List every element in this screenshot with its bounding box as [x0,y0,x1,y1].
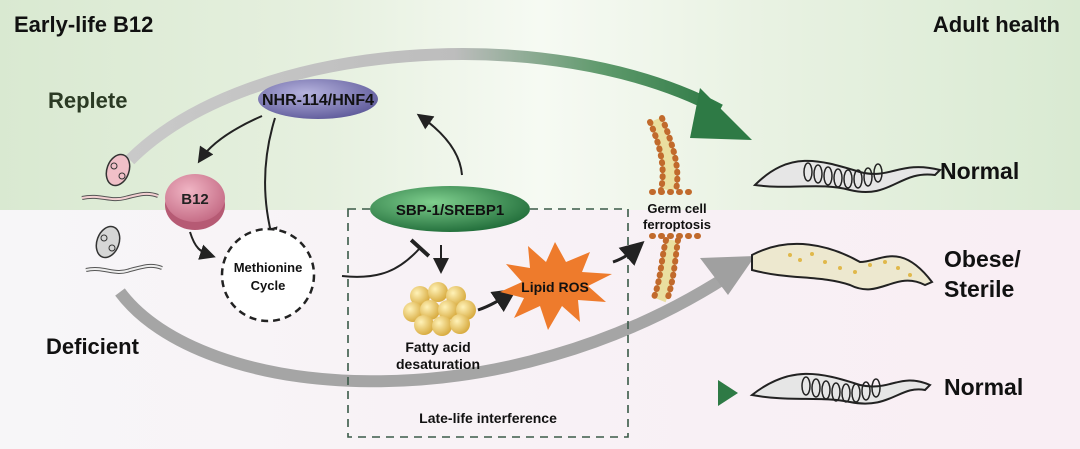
deficient-region [0,210,1080,449]
outcome-sterile: Sterile [944,276,1015,302]
late-life-interference-box [347,208,629,438]
normal-worm-bottom-icon [749,372,932,405]
b12-node: B12 [165,174,225,230]
obese-worm-icon [751,242,934,291]
outcome-obese: Obese/ [944,246,1021,272]
deficient-to-obese-arrow [115,256,755,388]
methionine-inhibits-sbp [341,238,431,278]
late-life-interference-label: Late-life interference [419,410,557,426]
cycle-label: Cycle [251,278,286,293]
lipid-ros-node: Lipid ROS [500,242,612,330]
outcome-normal-bottom: Normal [944,374,1024,400]
normal-worm-top-icon [752,159,942,193]
replete-to-normal-arrow [125,48,752,165]
lipid-ros-to-ferroptosis-arrow [612,241,645,266]
methionine-label: Methionine [234,260,303,275]
desaturation-label: desaturation [396,356,480,372]
fatty-acid-label: Fatty acid [405,339,470,355]
sbp-to-nhr-arrow [416,113,463,176]
b12-label: B12 [181,191,209,208]
germ-cell-label: Germ cell [647,201,706,216]
sbp-label: SBP-1/SREBP1 [396,202,504,219]
membrane-bottom-icon [649,233,708,303]
outcome-normal-top: Normal [940,158,1020,184]
sbp-1-srebp1-node: SBP-1/SREBP1 [370,186,530,232]
b12-to-methionine-arrow [189,231,216,260]
replete-embryo-icon [105,153,131,187]
nhr-to-methionine-arrow [262,117,278,244]
membrane-top-icon [647,115,695,195]
ferroptosis-label: ferroptosis [643,217,711,232]
deficient-label: Deficient [46,334,139,359]
nhr-to-b12-arrow [197,115,263,164]
early-life-b12-title: Early-life B12 [14,12,154,37]
fatty-acid-to-lipid-ros-arrow [477,288,517,312]
adult-health-title: Adult health [932,12,1060,37]
nhr-114-hnf4-node: NHR-114/HNF4 [258,79,378,119]
methionine-cycle-node: Methionine Cycle [220,227,316,323]
lipid-ros-label: Lipid ROS [521,279,589,295]
deficient-embryo-icon [95,225,121,259]
lipid-droplet-icon [403,282,476,336]
late-life-to-normal-arrow [560,380,738,406]
nhr-label: NHR-114/HNF4 [262,92,374,109]
replete-label: Replete [48,88,128,113]
